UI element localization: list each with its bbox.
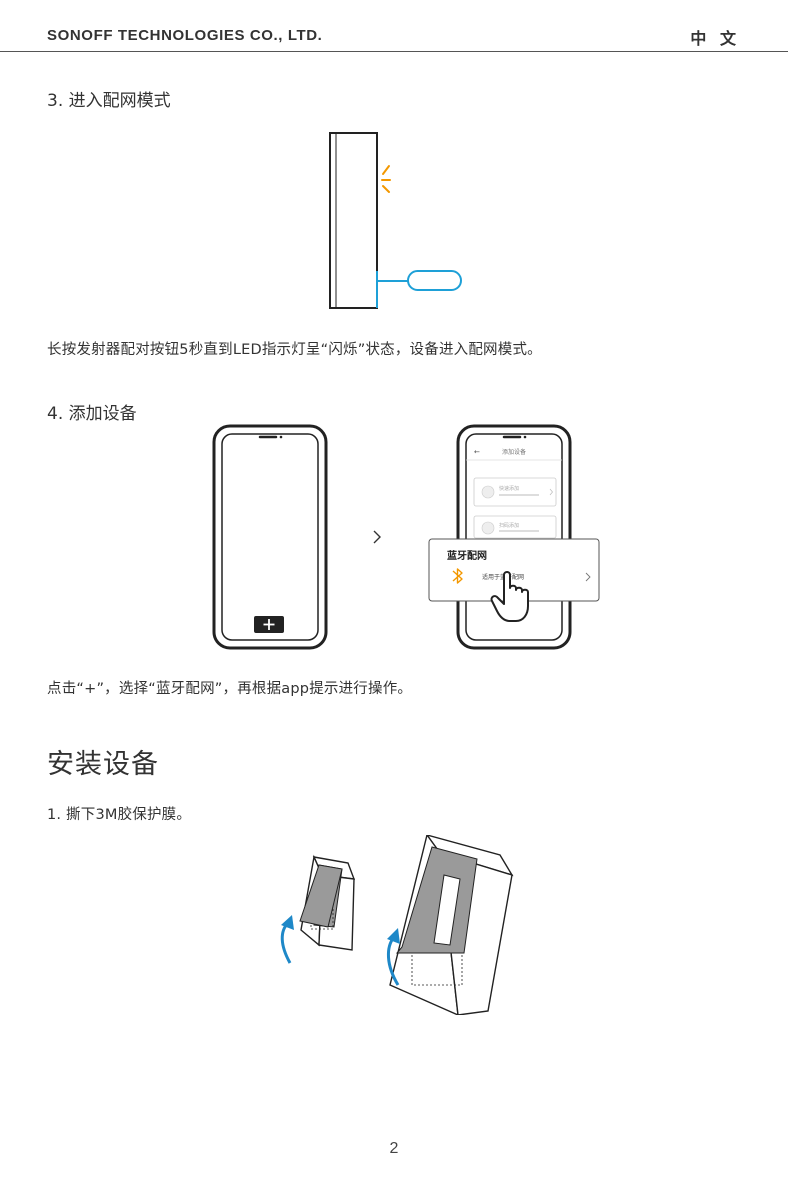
quick-add-card[interactable] xyxy=(473,477,557,507)
bluetooth-icon xyxy=(452,568,463,584)
page-number: 2 xyxy=(389,1140,399,1157)
popup-title: 蓝牙配网 xyxy=(447,549,487,562)
large-device xyxy=(389,835,514,1015)
add-plus-icon[interactable] xyxy=(254,616,284,633)
svg-text:←: ← xyxy=(474,448,480,456)
chevron-right-icon xyxy=(373,530,381,544)
step-4-title: 4. 添加设备 xyxy=(47,404,137,424)
install-step-1: 1. 撕下3M胶保护膜。 xyxy=(47,807,192,823)
phone-home-illustration xyxy=(212,424,328,650)
scan-add-card[interactable] xyxy=(473,515,557,539)
step-3-title: 3. 进入配网模式 xyxy=(47,91,171,111)
company-name: SONOFF TECHNOLOGIES CO., LTD. xyxy=(47,27,323,44)
small-device xyxy=(299,854,356,951)
menu-item-2: 扫码添加 xyxy=(499,522,519,529)
pairing-button-highlight xyxy=(376,270,462,308)
phone-add-device-illustration: ← 添加设备 快速添加 扫码添加 蓝牙配网 适用于蓝牙配网 xyxy=(428,424,600,650)
peel-arrow-icon xyxy=(387,928,400,986)
header-divider xyxy=(0,51,788,52)
language-label: 中 文 xyxy=(690,29,740,48)
phone-screen-title: 添加设备 xyxy=(502,448,526,456)
step-3-description: 长按发射器配对按钮5秒直到LED指示灯呈“闪烁”状态，设备进入配网模式。 xyxy=(47,342,542,358)
peel-tape-illustration xyxy=(280,835,514,1015)
step-4-description: 点击“+”，选择“蓝牙配网”，再根据app提示进行操作。 xyxy=(47,681,413,697)
install-section-title: 安装设备 xyxy=(47,749,159,780)
peel-arrow-icon xyxy=(280,915,294,964)
menu-item-1: 快速添加 xyxy=(499,485,519,492)
transmitter-illustration xyxy=(329,132,462,309)
led-blink-icon xyxy=(381,165,391,193)
hand-pointer-icon xyxy=(490,571,529,622)
